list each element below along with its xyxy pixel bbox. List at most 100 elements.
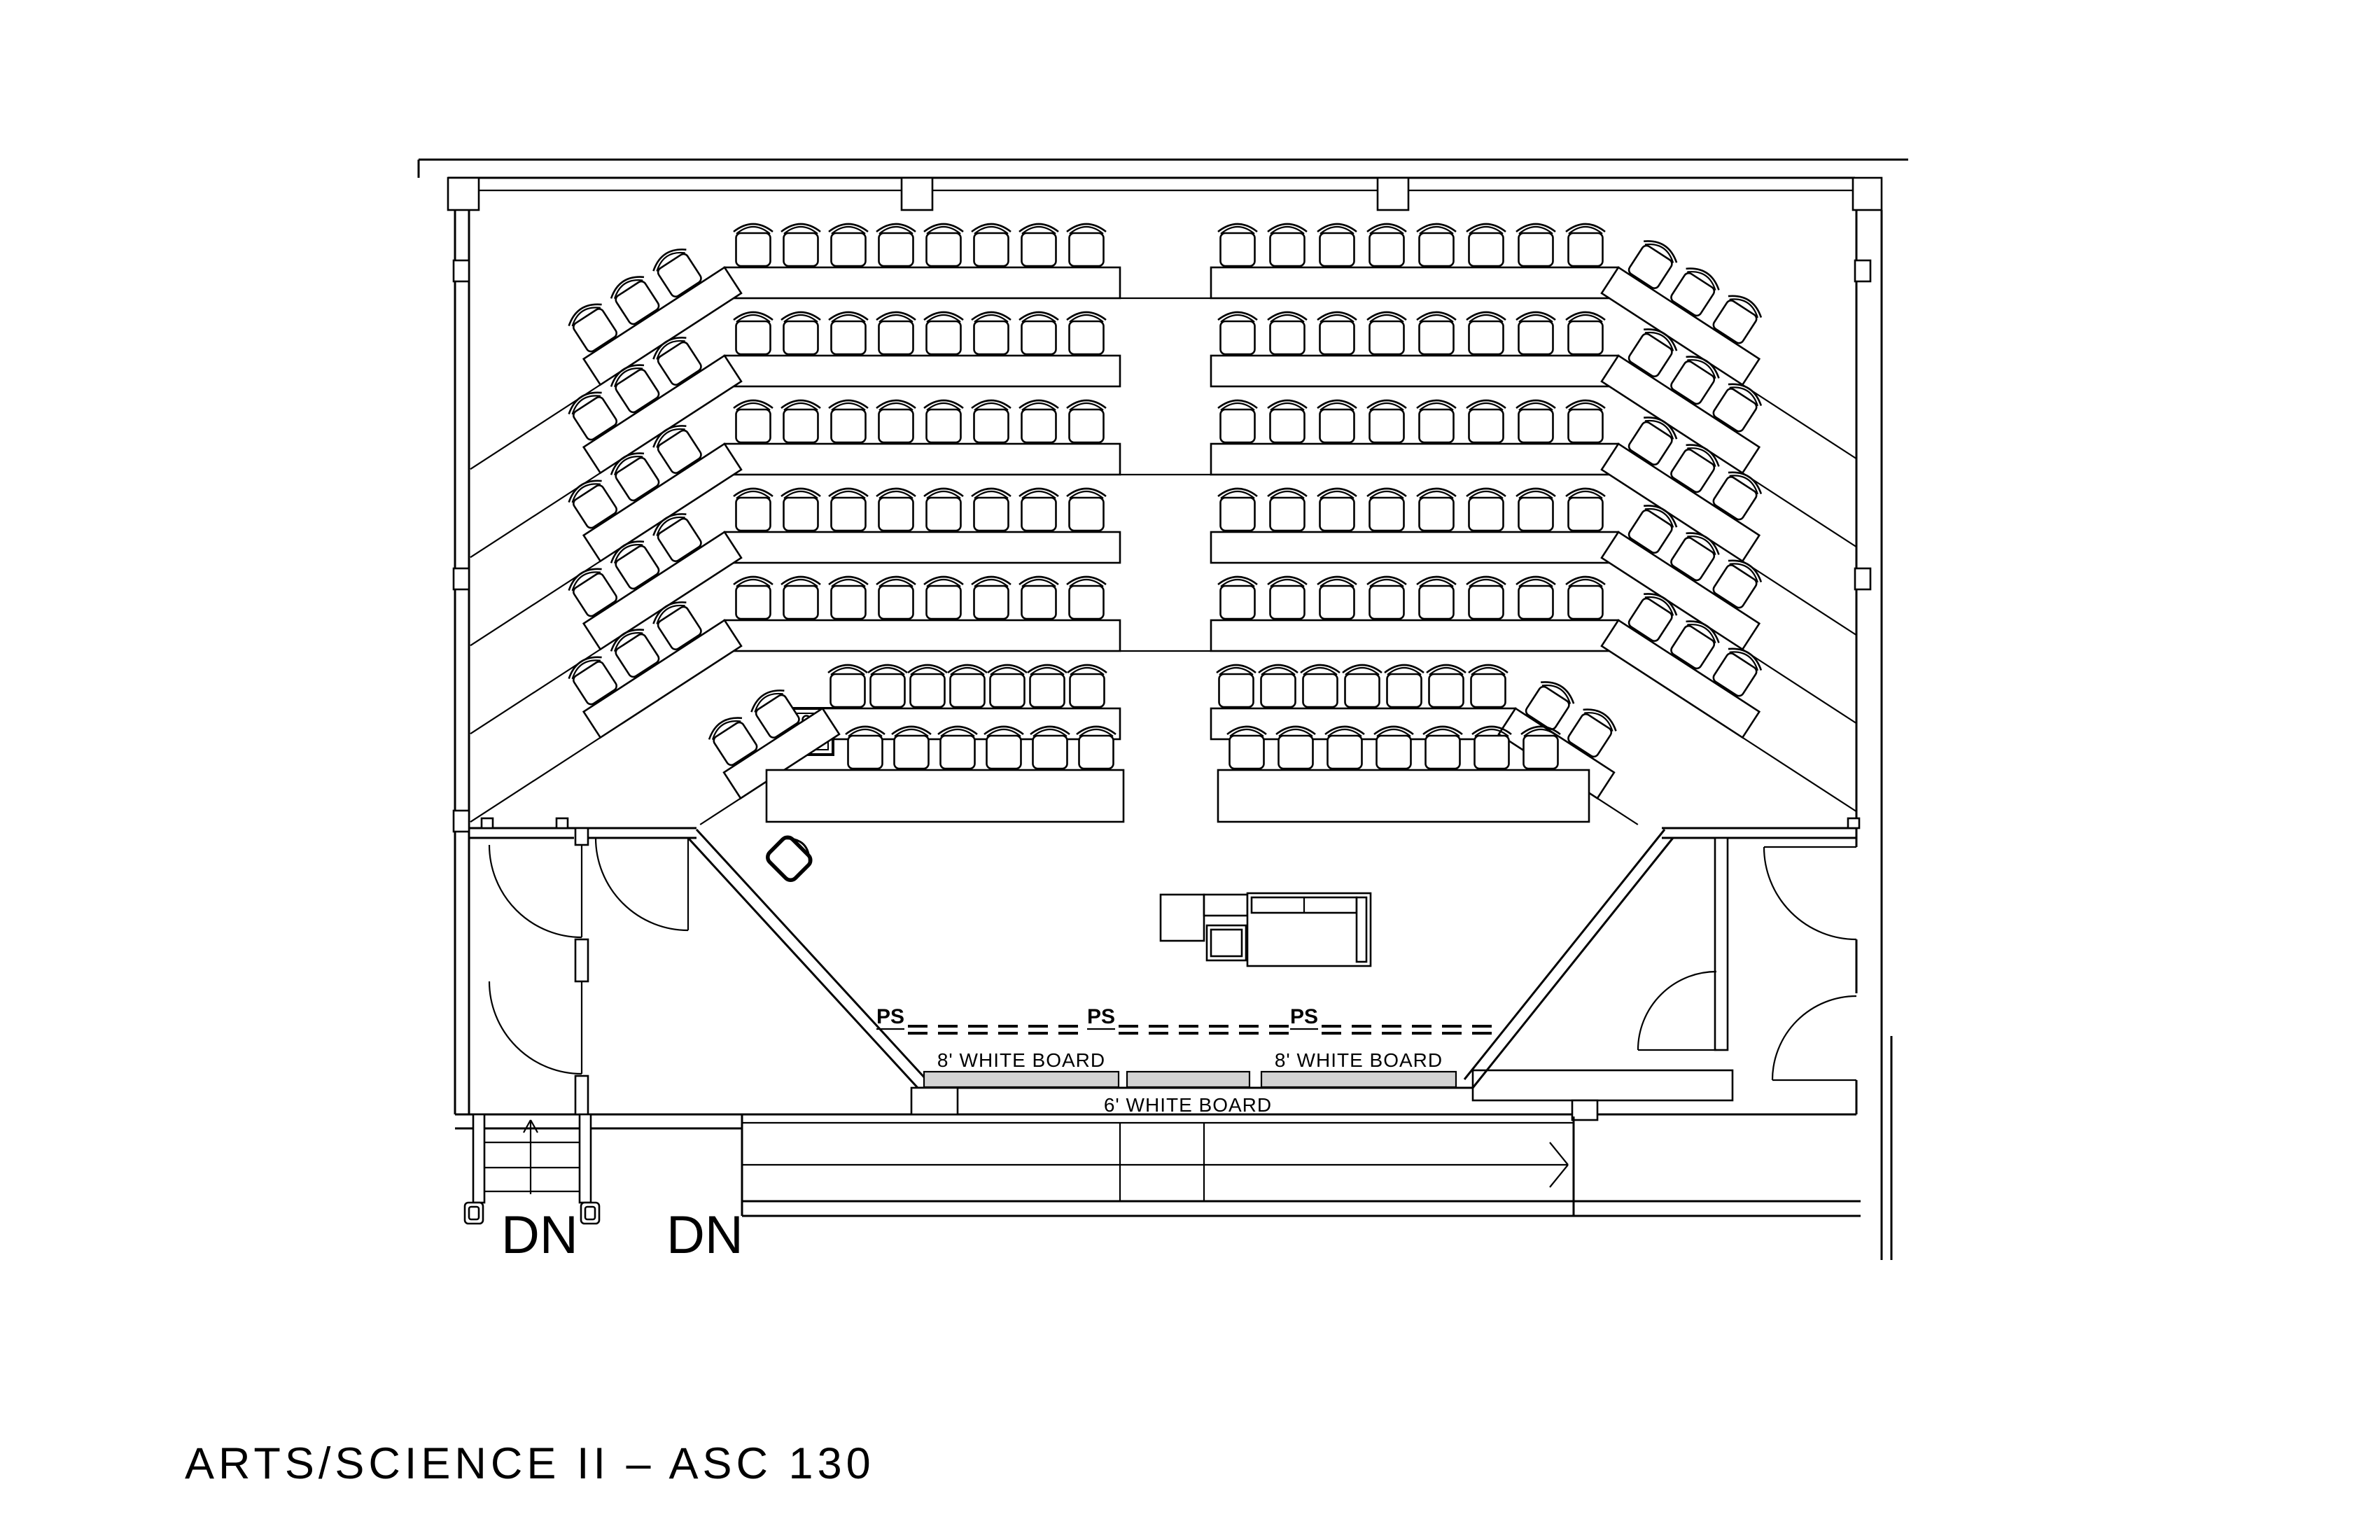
- seat: [1415, 223, 1457, 267]
- seat: [1316, 223, 1358, 267]
- seat: [1564, 575, 1606, 620]
- seat: [1018, 487, 1060, 532]
- seat: [1217, 575, 1259, 620]
- seat: [732, 575, 774, 620]
- wall-joint: [452, 809, 470, 833]
- ps-label: PS: [876, 1005, 904, 1028]
- wing-table: [582, 619, 743, 739]
- screen-dash: [1269, 1025, 1289, 1035]
- front-table-left: [765, 769, 1125, 823]
- door-frame-stub: [555, 817, 569, 830]
- seat: [923, 311, 965, 356]
- seat: [1065, 487, 1107, 532]
- seat: [1515, 575, 1557, 620]
- seat: [986, 664, 1028, 708]
- seat: [1564, 399, 1606, 444]
- seat: [1018, 311, 1060, 356]
- seat: [1316, 487, 1358, 532]
- vestibule-left: [469, 817, 696, 1116]
- seat: [1415, 399, 1457, 444]
- whiteboard-8ft-right: [1260, 1070, 1457, 1088]
- seat-wing-right: [1600, 587, 1767, 739]
- tier-riser-line: [699, 797, 741, 825]
- stairs-down-label: DN: [501, 1205, 578, 1265]
- seat: [780, 223, 822, 267]
- door-upper-left: [488, 844, 583, 939]
- row-table-left: [723, 354, 1121, 388]
- seat-wing-right: [1600, 322, 1767, 475]
- stair-post-inner: [584, 1205, 596, 1221]
- seating-area: [470, 223, 1857, 825]
- seat: [1065, 575, 1107, 620]
- wing-table: [1600, 266, 1761, 386]
- seating-row-4: [470, 487, 1857, 735]
- seat-wing-right: [1600, 498, 1767, 651]
- seat: [1366, 487, 1408, 532]
- seat: [1341, 664, 1383, 708]
- door-lower-right: [1771, 995, 1857, 1082]
- podium-shelf: [1203, 893, 1249, 917]
- screen-dash: [1352, 1025, 1371, 1035]
- window-mullions: [447, 176, 1883, 211]
- door-swing-arc: [1637, 970, 1717, 1051]
- screen-dash: [968, 1025, 988, 1035]
- whiteboard-label: 6' WHITE BOARD: [1104, 1094, 1272, 1116]
- seat: [827, 575, 869, 620]
- screen-dash: [1028, 1025, 1048, 1035]
- door-swing-arc: [488, 981, 582, 1075]
- podium-desk-side: [1355, 896, 1368, 963]
- seat: [1266, 575, 1308, 620]
- seating-row-1: [470, 223, 1857, 470]
- seat: [1467, 664, 1509, 708]
- ps-label: PS: [1087, 1005, 1115, 1028]
- seat: [1465, 223, 1507, 267]
- exterior-walls: [417, 158, 1908, 1260]
- screen-dash: [1149, 1025, 1168, 1035]
- row-table-left: [723, 531, 1121, 564]
- seat: [1515, 399, 1557, 444]
- seat: [780, 399, 822, 444]
- seat: [1266, 487, 1308, 532]
- seat: [827, 487, 869, 532]
- projection-screen-dashes: [908, 1025, 1492, 1035]
- ramp-down-label: DN: [666, 1205, 743, 1265]
- seat: [827, 399, 869, 444]
- seat: [1366, 223, 1408, 267]
- row-table-left: [723, 266, 1121, 300]
- row-table-right: [1210, 266, 1620, 300]
- stair-up-arrow-icon: [523, 1119, 538, 1194]
- row-table-left: [723, 442, 1121, 476]
- seat: [923, 399, 965, 444]
- whiteboards: 8' WHITE BOARD 6' WHITE BOARD 8' WHITE B…: [923, 1049, 1457, 1116]
- seat: [1515, 311, 1557, 356]
- wall-joint: [452, 259, 470, 283]
- seat: [875, 487, 917, 532]
- seat: [1564, 487, 1606, 532]
- seat: [1065, 311, 1107, 356]
- vestibule-right-top-wall: [1662, 827, 1856, 839]
- seat: [875, 399, 917, 444]
- corridor-wall-segment: [574, 938, 589, 983]
- screen-dash: [1322, 1025, 1341, 1035]
- seat: [946, 664, 988, 708]
- wing-table: [1600, 619, 1761, 739]
- seat: [1299, 664, 1341, 708]
- row-table-right: [1210, 442, 1620, 476]
- seat: [875, 223, 917, 267]
- seat: [1515, 223, 1557, 267]
- wing-table: [722, 707, 841, 800]
- seat: [1316, 311, 1358, 356]
- seat-wing-left: [704, 683, 841, 800]
- wing-table: [1600, 442, 1761, 563]
- vestibule-stem-wall: [1714, 836, 1729, 1051]
- screen-dash: [1472, 1025, 1492, 1035]
- seat: [1316, 399, 1358, 444]
- tier-riser-line: [1597, 797, 1639, 825]
- seat: [1217, 399, 1259, 444]
- left-wall: [454, 210, 470, 1114]
- screen-dash: [1382, 1025, 1401, 1035]
- seat: [923, 487, 965, 532]
- tier-riser-line: [1742, 472, 1857, 548]
- seat: [732, 399, 774, 444]
